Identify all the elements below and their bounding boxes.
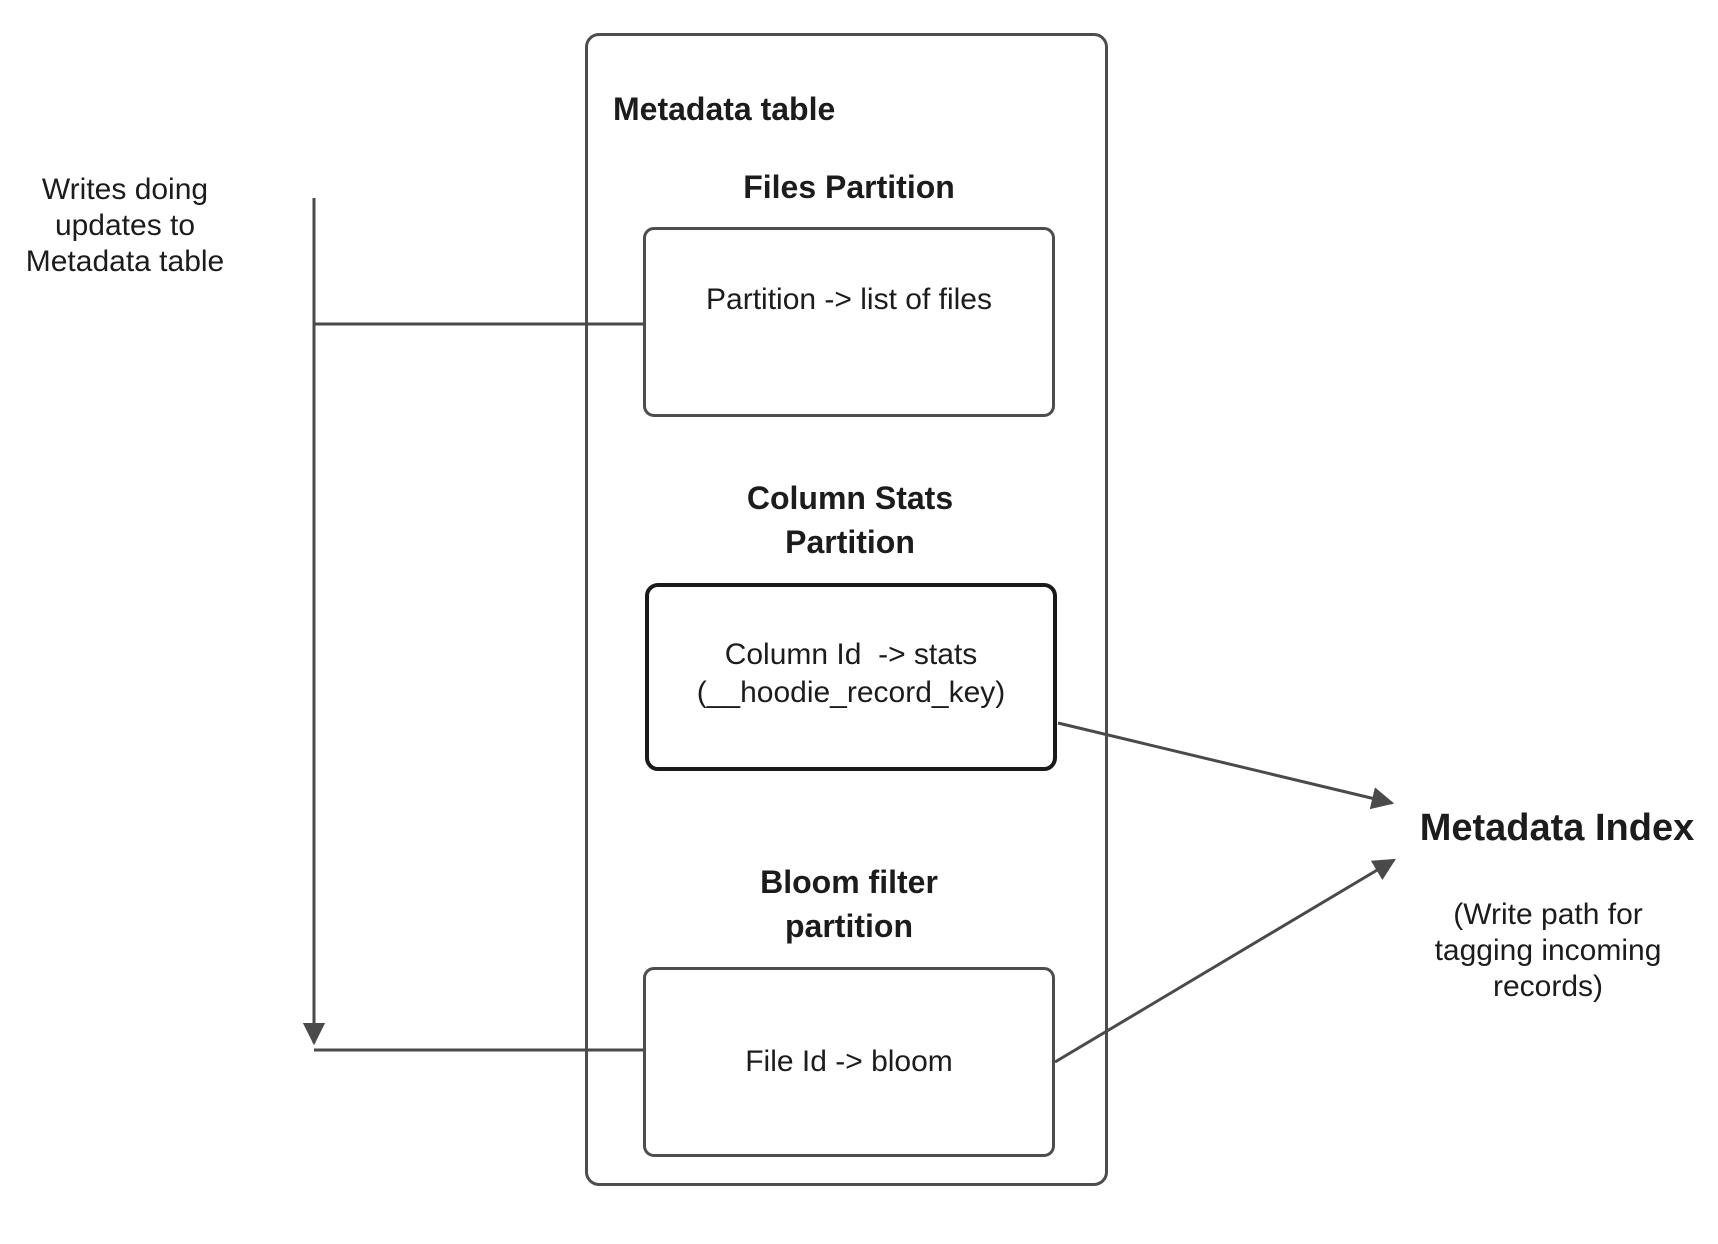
bloom-filter-partition-box — [643, 967, 1055, 1157]
metadata-table-title: Metadata table — [613, 91, 836, 127]
files-partition-box — [643, 227, 1055, 417]
column-stats-partition-box — [645, 583, 1057, 771]
bloom-filter-partition-box-text: File Id -> bloom — [745, 1045, 953, 1078]
writes-updates-label: Writes doing updates to Metadata table — [25, 173, 225, 278]
bloom-filter-partition-heading: Bloom filter partition — [760, 864, 938, 944]
connector-column-stats-to-index — [1057, 721, 1395, 810]
files-partition-heading: Files Partition — [743, 169, 955, 205]
metadata-index-subtitle: (Write path for tagging incoming records… — [1434, 898, 1662, 1003]
metadata-index-title: Metadata Index — [1419, 807, 1695, 849]
column-stats-partition-heading: Column Stats Partition — [746, 480, 954, 560]
files-partition-box-text: Partition -> list of files — [706, 283, 992, 316]
column-stats-partition-box-text: Column Id -> stats (__hoodie_record_key) — [696, 638, 1006, 709]
